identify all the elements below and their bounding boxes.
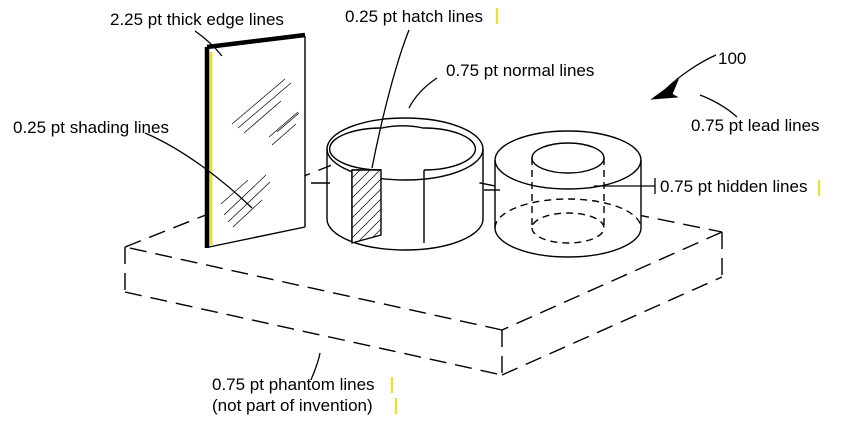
shading-line	[227, 181, 271, 223]
base-bottom-front-left	[124, 291, 503, 376]
c-ring-inner-bore-arc	[328, 125, 477, 171]
tube-outer-bottom-arc	[494, 227, 642, 258]
label-lead-lines: 0.75 pt lead lines	[691, 116, 820, 135]
c-ring-top-fill	[327, 118, 483, 180]
shading-line	[223, 174, 267, 216]
base-top-face-front-left	[124, 246, 503, 331]
base-top-face-front-right	[501, 231, 723, 331]
label-shading-lines: 0.25 pt shading lines	[13, 118, 169, 137]
shading-line	[243, 100, 282, 134]
hidden-bore-bottom-ellipse	[531, 212, 605, 244]
leader-phantom	[310, 352, 321, 381]
c-ring-outer-bottom-arc	[326, 218, 484, 251]
label-normal-lines: 0.75 pt normal lines	[446, 61, 594, 80]
label-phantom-lines: 0.75 pt phantom lines	[212, 375, 375, 394]
shading-line	[268, 111, 299, 138]
leader-lead-label	[699, 94, 738, 118]
label-phantom-lines-note: (not part of invention)	[212, 396, 373, 415]
hatch-line	[352, 194, 381, 243]
label-hidden-lines: 0.75 pt hidden lines	[660, 177, 807, 196]
arrowhead-icon	[650, 78, 680, 100]
leader-shading	[144, 132, 253, 209]
shading-line	[232, 199, 263, 228]
shading-line	[271, 123, 297, 146]
shading-line	[276, 112, 300, 133]
hatch-line	[352, 170, 381, 211]
plate-outline	[208, 36, 306, 248]
hatch-line	[352, 174, 381, 231]
leader-normal	[408, 77, 438, 109]
hatch-section-outline	[351, 169, 382, 244]
hidden-outer-bottom-back-arc	[494, 198, 642, 229]
shading-line	[231, 78, 286, 125]
leader-stubs	[311, 182, 500, 191]
leader-thick-edge	[194, 30, 223, 57]
label-thick-edge-lines: 2.25 pt thick edge lines	[110, 10, 284, 29]
hatch-line	[352, 234, 381, 243]
hatch-line	[352, 170, 381, 201]
leader-hatch	[371, 29, 410, 169]
hatch-section-fill	[352, 170, 381, 243]
hatch-line	[352, 184, 381, 241]
hatch-line	[352, 170, 381, 221]
tube-body-fill	[495, 160, 641, 257]
plate-face-fill	[209, 36, 305, 247]
plate-edge-bottom	[208, 226, 306, 248]
label-reference-numeral-100: 100	[718, 49, 746, 68]
text-caret-marks	[390, 8, 821, 414]
shading-line	[237, 82, 292, 129]
label-hatch-lines: 0.25 pt hatch lines	[345, 7, 483, 26]
thick-edge-top	[206, 32, 306, 50]
plate-thick-edge-lines	[204, 32, 306, 248]
base-top-face-back-left	[124, 156, 353, 248]
base-bottom-front-right	[501, 276, 723, 376]
hatch-line	[352, 204, 381, 243]
tube-hidden-lines	[494, 158, 642, 244]
